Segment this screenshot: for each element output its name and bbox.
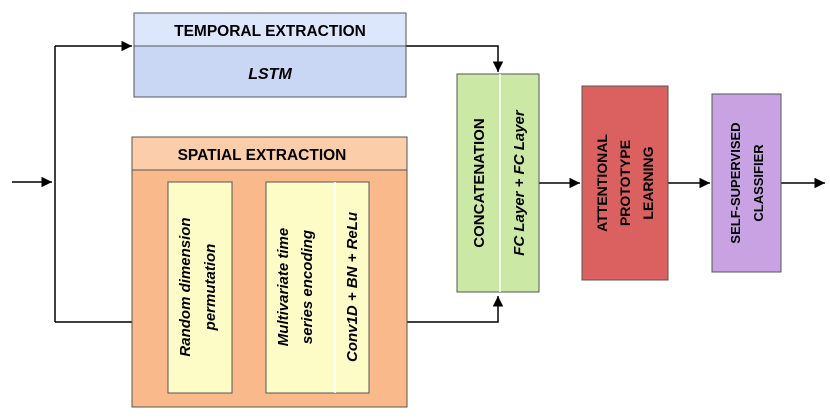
random-permutation-box: Random dimension permutation <box>167 181 233 394</box>
encoding-label-line2: series encoding <box>299 230 316 344</box>
spatial-title: SPATIAL EXTRACTION <box>178 147 347 164</box>
temporal-title: TEMPORAL EXTRACTION <box>174 23 366 40</box>
classifier-label-line1: SELF-SUPERVISED <box>728 122 743 243</box>
concatenation-layers: FC Layer + FC Layer <box>511 109 528 256</box>
spatial-to-concat-arrow <box>370 296 504 323</box>
prototype-label-line3: LEARNING <box>640 146 656 219</box>
self-supervised-classifier-block: SELF-SUPERVISED CLASSIFIER <box>711 93 782 273</box>
temporal-to-concat-arrow <box>406 45 504 72</box>
attentional-prototype-block: ATTENTIONAL PROTOTYPE LEARNING <box>581 85 669 281</box>
prototype-label-line2: PROTOTYPE <box>617 140 633 226</box>
encoding-layers-label: Conv1D + BN + ReLu <box>344 212 361 362</box>
spatial-extraction-block: SPATIAL EXTRACTION Random dimension perm… <box>131 136 408 408</box>
classifier-label-line2: CLASSIFIER <box>751 144 766 222</box>
concatenation-title: CONCATENATION <box>471 118 488 247</box>
permutation-label-line2: permutation <box>202 244 219 332</box>
connectors <box>12 40 825 328</box>
concatenation-block: CONCATENATION FC Layer + FC Layer <box>456 73 540 293</box>
permutation-label-line1: Random dimension <box>177 217 194 356</box>
encoding-label-line1: Multivariate time <box>275 228 292 346</box>
time-series-encoding-box: Multivariate time series encoding Conv1D… <box>265 181 370 394</box>
prototype-label-line1: ATTENTIONAL <box>594 134 610 232</box>
temporal-extraction-block: TEMPORAL EXTRACTION LSTM <box>133 12 407 98</box>
temporal-model: LSTM <box>248 66 292 83</box>
